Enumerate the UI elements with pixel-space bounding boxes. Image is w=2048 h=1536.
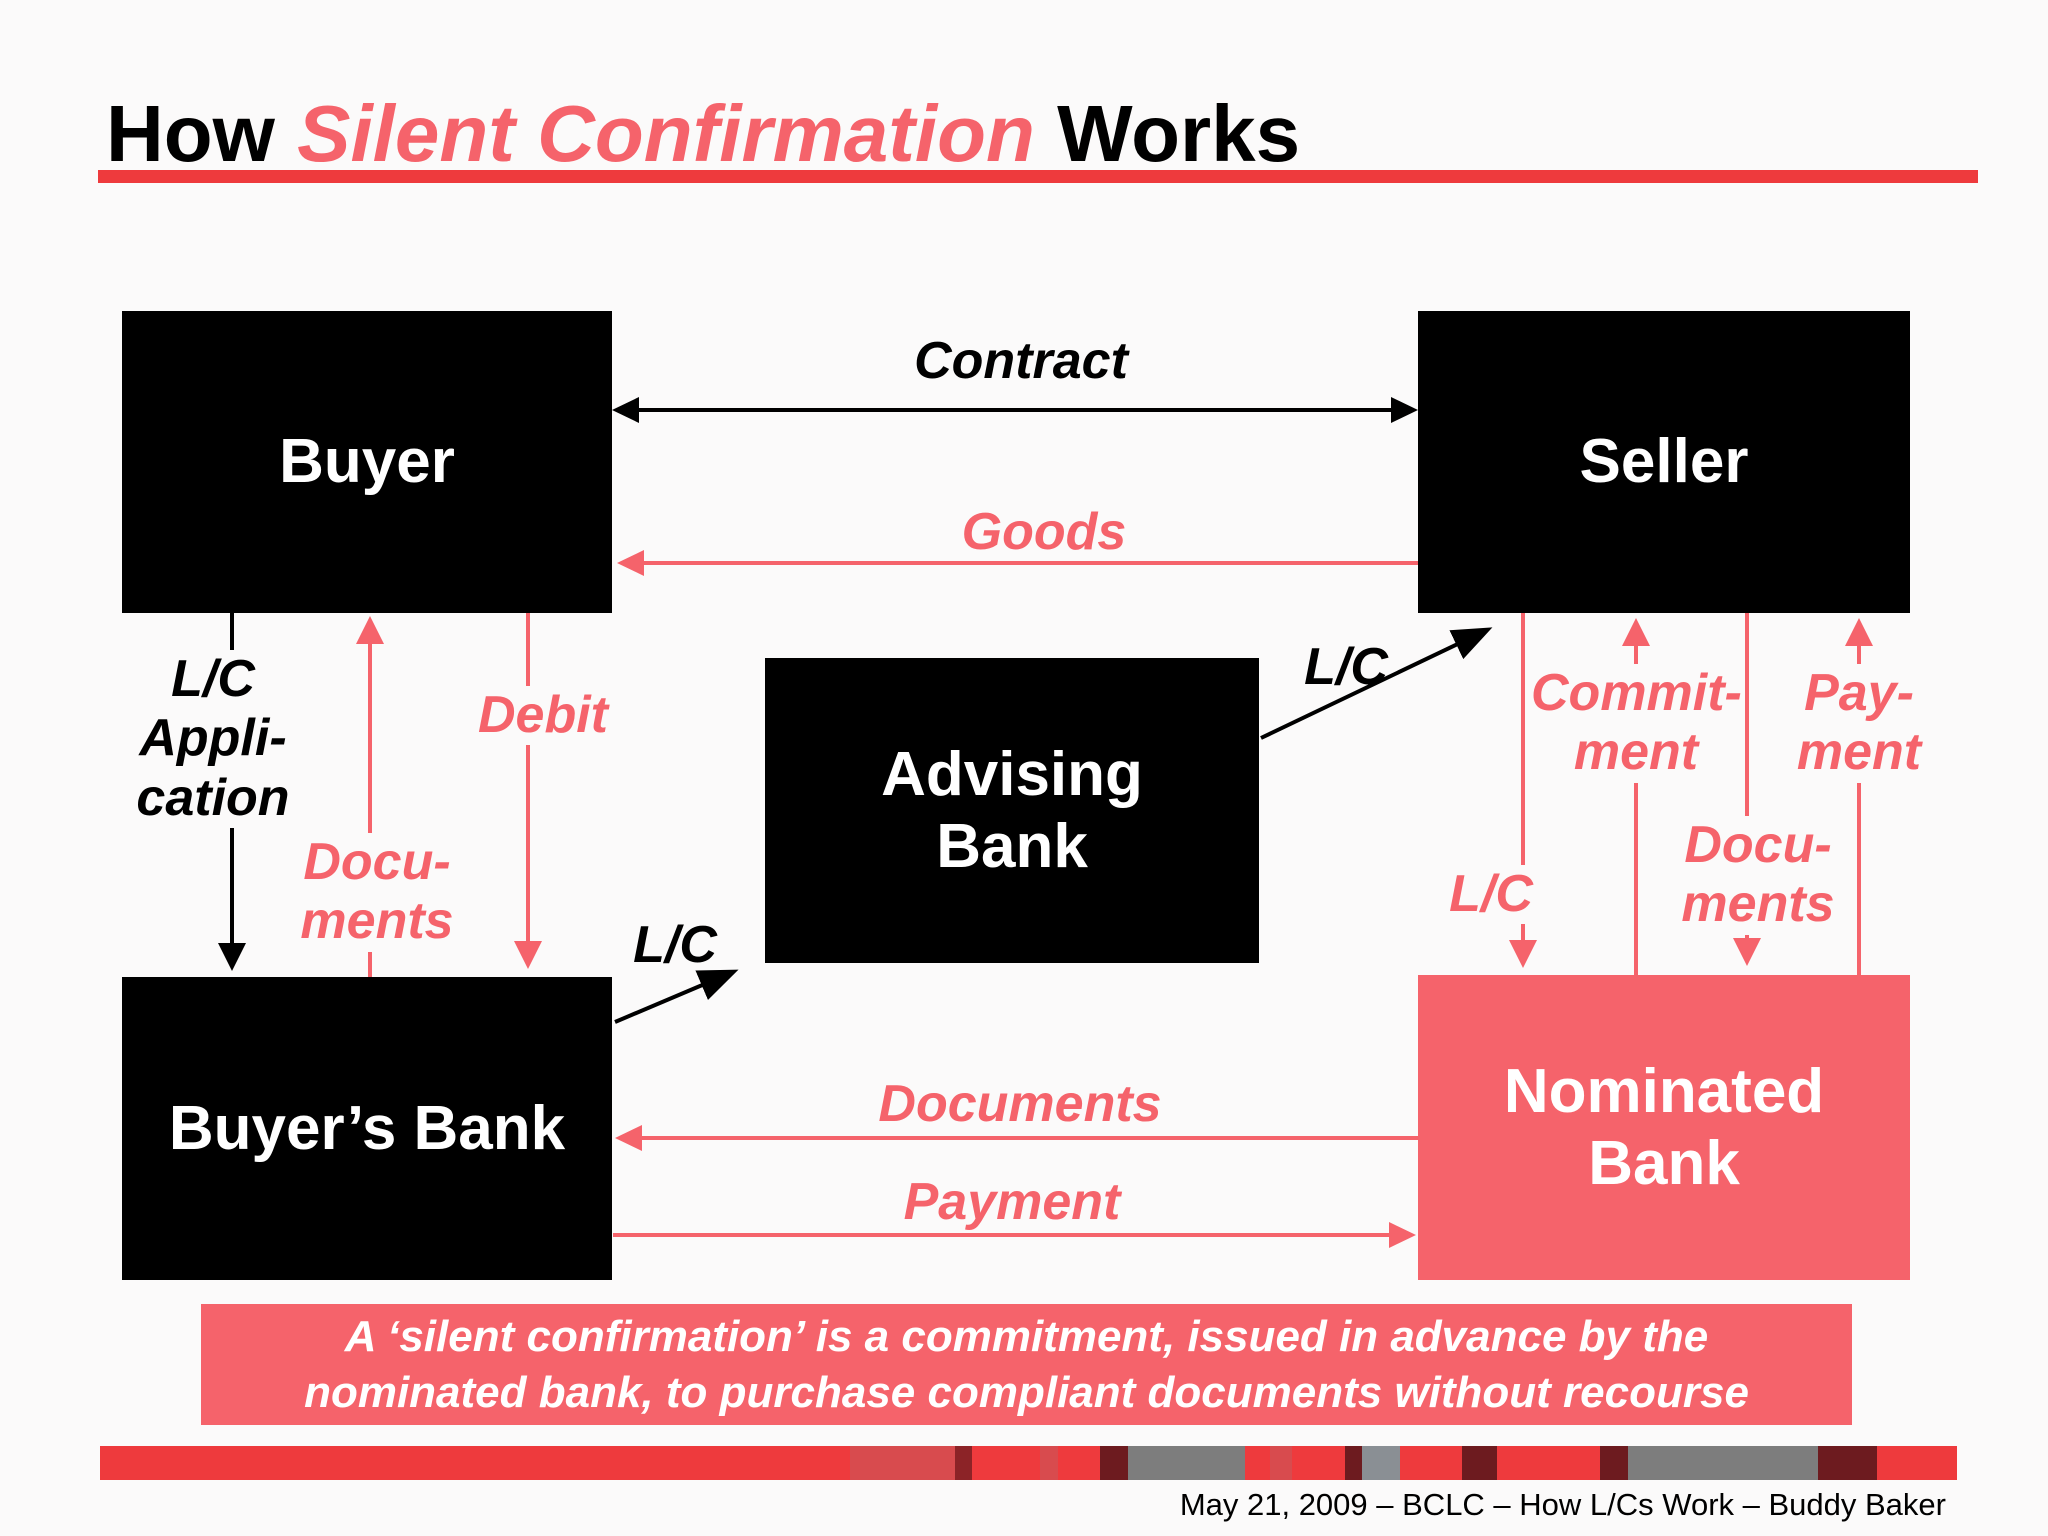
- buyers-bank-label: Buyer’s Bank: [168, 1093, 566, 1163]
- payment-right-arrowhead: [1845, 618, 1873, 646]
- stripe-segment-6: [1100, 1446, 1128, 1480]
- footer-caption: May 21, 2009 – BCLC – How L/Cs Work – Bu…: [1179, 1487, 1946, 1522]
- stripe-segment-4: [1040, 1446, 1058, 1480]
- stripe-segment-2: [955, 1446, 972, 1480]
- debit-label: Debit: [443, 686, 643, 746]
- definition-banner: A ‘silent confirmation’ is a commitment,…: [201, 1304, 1852, 1425]
- commitment-label: Commit- ment: [1531, 664, 1742, 783]
- payment-right-line: [1857, 644, 1861, 975]
- stripe-segment-19: [1877, 1446, 1957, 1480]
- stripe-segment-13: [1400, 1446, 1462, 1480]
- buyer-box-label: Buyer: [279, 427, 455, 497]
- advising-bank-label-line2: Bank: [936, 811, 1088, 881]
- buyer-box: Buyer: [122, 311, 612, 613]
- title-underline: [98, 170, 1978, 183]
- goods-arrow-label: Goods: [961, 503, 1127, 561]
- seller-box-label: Seller: [1579, 427, 1749, 497]
- debit-arrowhead: [514, 941, 542, 969]
- bottom-stripe: [100, 1446, 1957, 1480]
- nominated-bank-label-line1: Nominated: [1503, 1057, 1825, 1127]
- seller-box: Seller: [1418, 311, 1910, 613]
- debit-line: [526, 613, 530, 943]
- definition-banner-line2: nominated bank, to purchase compliant do…: [304, 1367, 1749, 1417]
- documents-right-label: Docu- ments: [1658, 816, 1858, 935]
- payment-right-label: Pay- ment: [1759, 664, 1959, 783]
- nominated-bank-label-line2: Bank: [1588, 1128, 1740, 1198]
- stripe-segment-10: [1292, 1446, 1345, 1480]
- definition-banner-line1: A ‘silent confirmation’ is a commitment,…: [344, 1312, 1709, 1362]
- documents-left-arrowhead: [356, 616, 384, 644]
- stripe-segment-7: [1128, 1446, 1245, 1480]
- advising-bank-label-line1: Advising: [881, 740, 1143, 810]
- lc-right-arrowhead: [1509, 940, 1537, 968]
- stripe-segment-12: [1362, 1446, 1400, 1480]
- contract-arrowhead-left: [612, 397, 639, 423]
- contract-arrow-line: [635, 408, 1395, 412]
- payment-bottom-arrowhead: [1389, 1222, 1416, 1248]
- nominated-bank-box: Nominated Bank: [1418, 975, 1910, 1280]
- stripe-segment-17: [1628, 1446, 1818, 1480]
- lc-to-seller-label: L/C: [1304, 638, 1388, 696]
- advising-bank-box: Advising Bank: [765, 658, 1259, 963]
- payment-bottom-line: [613, 1233, 1390, 1237]
- stripe-segment-3: [972, 1446, 1040, 1480]
- page-title: How Silent Confirmation Works: [106, 88, 1300, 180]
- stripe-segment-8: [1245, 1446, 1270, 1480]
- contract-arrowhead-right: [1391, 397, 1418, 423]
- goods-arrowhead: [617, 550, 644, 576]
- documents-bottom-label: Documents: [878, 1075, 1162, 1133]
- stripe-segment-0: [100, 1446, 850, 1480]
- lc-application-arrowhead: [218, 943, 246, 971]
- title-highlight: Silent Confirmation: [297, 89, 1035, 178]
- commitment-line: [1634, 644, 1638, 975]
- stripe-segment-18: [1818, 1446, 1877, 1480]
- stripe-segment-11: [1345, 1446, 1362, 1480]
- title-prefix: How: [106, 89, 298, 178]
- buyers-bank-box: Buyer’s Bank: [122, 977, 612, 1280]
- lc-right-label: L/C: [1438, 865, 1544, 925]
- documents-right-arrowhead: [1733, 938, 1761, 966]
- stripe-segment-5: [1058, 1446, 1100, 1480]
- documents-bottom-line: [641, 1136, 1418, 1140]
- lc-right-line: [1521, 613, 1525, 942]
- lc-to-advising-label: L/C: [633, 916, 717, 974]
- stripe-segment-15: [1497, 1446, 1600, 1480]
- lc-application-label: L/C Appli- cation: [108, 650, 318, 828]
- title-suffix: Works: [1034, 89, 1301, 178]
- stripe-segment-9: [1270, 1446, 1292, 1480]
- stripe-segment-1: [850, 1446, 955, 1480]
- contract-arrow-label: Contract: [914, 332, 1128, 390]
- documents-bottom-arrowhead: [615, 1125, 642, 1151]
- documents-left-line: [368, 643, 372, 977]
- lc-to-advising-arrow: [614, 969, 739, 1024]
- documents-left-label: Docu- ments: [277, 833, 477, 952]
- payment-bottom-label: Payment: [903, 1173, 1121, 1231]
- goods-arrow-line: [643, 561, 1418, 565]
- commitment-arrowhead: [1622, 618, 1650, 646]
- stripe-segment-16: [1600, 1446, 1628, 1480]
- stripe-segment-14: [1462, 1446, 1497, 1480]
- documents-right-line: [1745, 613, 1749, 940]
